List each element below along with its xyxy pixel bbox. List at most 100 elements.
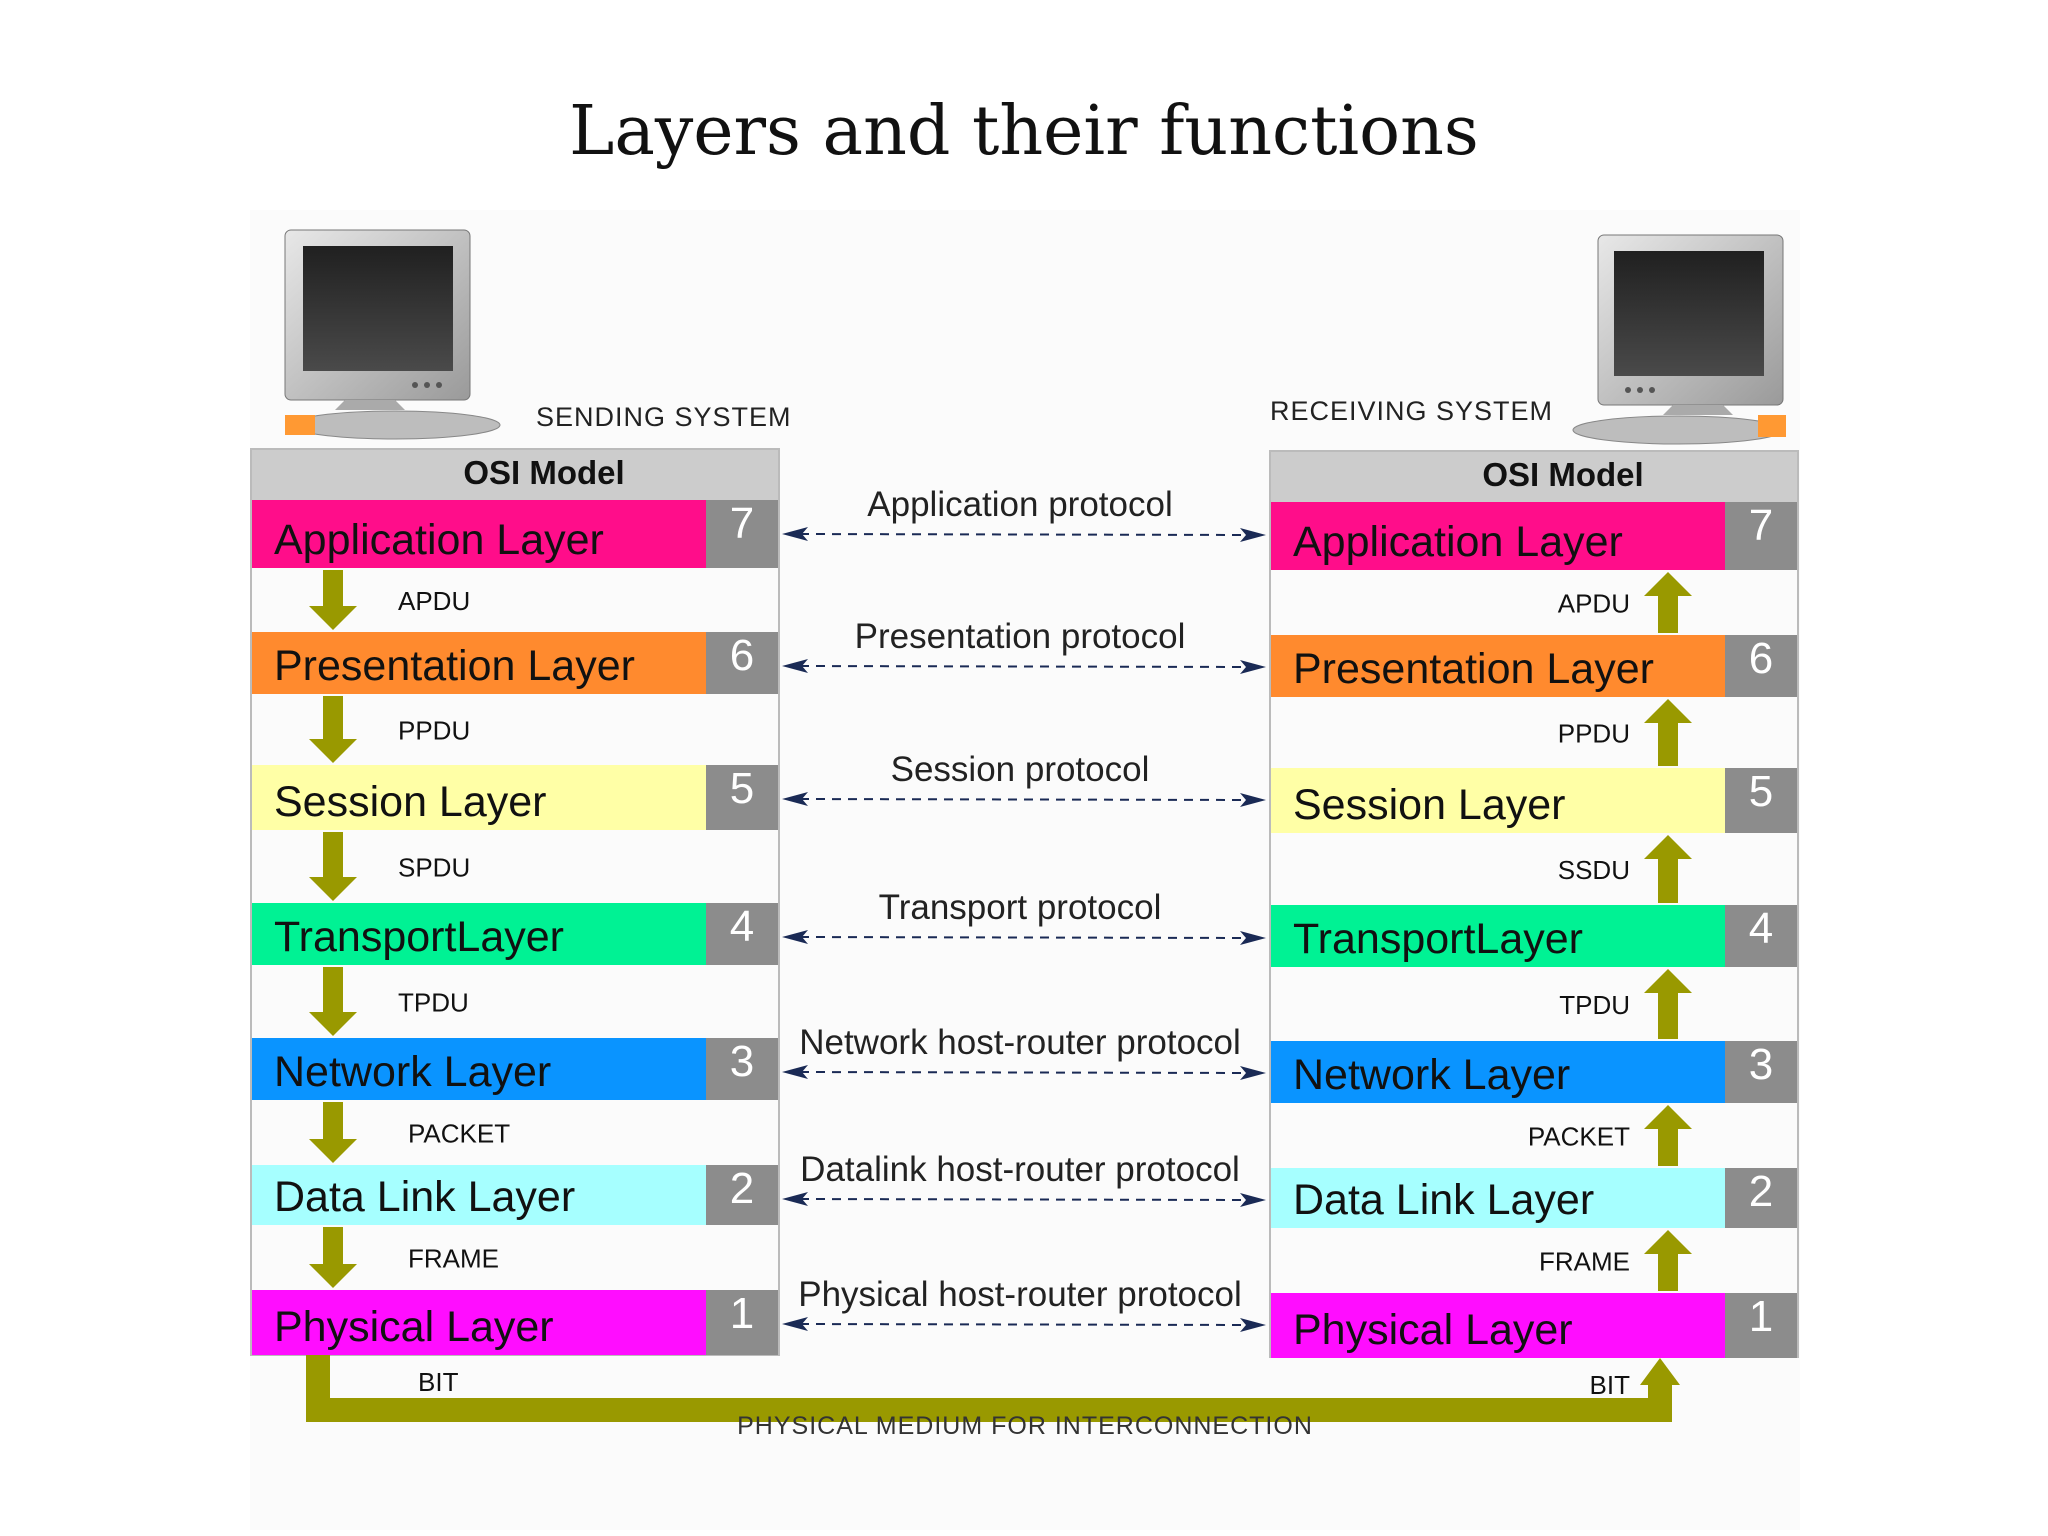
layer-bar [252,1038,706,1100]
double-arrow-icon [782,930,808,944]
layer-name: Physical Layer [274,1303,554,1351]
protocol-link: Transport protocol [782,888,1266,945]
arrow-down-icon [309,696,357,763]
layer-number-box [1725,905,1797,967]
layer-number: 1 [730,1289,754,1338]
osi-header-sending: OSI Model [463,454,624,491]
pdu-label-receiving: BIT [1590,1370,1631,1400]
pdu-label-sending: FRAME [408,1244,499,1274]
arrow-up-icon [1644,699,1692,766]
layer-bar [252,765,706,830]
layer-number-box [1725,1041,1797,1103]
arrow-up-icon [1644,1105,1692,1166]
layer-bar [1271,1041,1725,1103]
arrow-down-icon [309,1227,357,1288]
monitor-icon [1572,234,1786,445]
double-arrow-icon [782,527,808,541]
layer-name: Presentation Layer [1293,645,1654,693]
layer-number-box [706,765,778,830]
layer-bar [252,1165,706,1225]
pdu-label-sending: SPDU [398,853,470,883]
layer-name: Network Layer [1293,1051,1570,1099]
layer-receiving-4: TransportLayer 4 [1271,904,1797,967]
physical-medium-label: PHYSICAL MEDIUM FOR INTERCONNECTION [737,1412,1313,1440]
receiving-system-label: RECEIVING SYSTEM [1270,396,1553,426]
pdu-label-sending: APDU [398,586,470,616]
layer-number: 2 [1749,1167,1773,1216]
layer-number-box [706,1165,778,1225]
double-arrow-icon [782,1192,808,1206]
protocol-link: Session protocol [782,750,1266,807]
layer-sending-1: Physical Layer 1 [252,1289,778,1355]
pdu-label-receiving: APDU [1558,589,1630,619]
protocol-label: Physical host-router protocol [798,1275,1242,1314]
layer-receiving-5: Session Layer 5 [1271,767,1797,833]
physical-medium-connector [306,1355,1672,1422]
protocol-label: Datalink host-router protocol [800,1150,1240,1189]
double-arrow-icon [782,1317,808,1331]
layer-number-box [1725,1168,1797,1228]
layer-name: TransportLayer [1293,915,1583,963]
layer-number: 1 [1749,1292,1773,1341]
protocol-label: Application protocol [867,485,1172,524]
layer-number: 4 [730,902,754,951]
layer-receiving-6: Presentation Layer 6 [1271,634,1797,697]
layer-number-box [1725,635,1797,697]
layer-number: 6 [1749,634,1773,683]
layer-number: 5 [1749,767,1773,816]
protocol-link: Presentation protocol [782,617,1266,674]
protocol-label: Presentation protocol [855,617,1186,656]
layer-number: 4 [1749,904,1773,953]
arrow-up-icon [1644,572,1692,633]
arrow-up-icon [1644,1230,1692,1291]
double-arrow-icon [782,1065,808,1079]
osi-header-receiving: OSI Model [1482,456,1643,493]
arrow-up-icon [1640,1358,1680,1385]
pdu-label-receiving: PPDU [1558,719,1630,749]
layer-number-box [706,1290,778,1355]
arrow-down-icon [309,1102,357,1163]
layer-bar [252,903,706,965]
pdu-label-receiving: SSDU [1558,855,1630,885]
layer-name: Application Layer [274,516,604,564]
layer-sending-4: TransportLayer 4 [252,902,778,965]
protocol-link: Physical host-router protocol [782,1275,1266,1332]
layer-receiving-2: Data Link Layer 2 [1271,1167,1797,1228]
layer-number: 3 [1749,1040,1773,1089]
layer-receiving-3: Network Layer 3 [1271,1040,1797,1103]
monitor-icon [284,229,501,440]
layer-bar [252,632,706,694]
layer-sending-3: Network Layer 3 [252,1037,778,1100]
layer-number-box [706,500,778,568]
layer-bar [1271,905,1725,967]
protocol-label: Transport protocol [879,888,1162,927]
protocol-link: Datalink host-router protocol [782,1150,1266,1207]
double-arrow-icon [782,659,808,673]
layer-name: Network Layer [274,1048,551,1096]
layer-bar [1271,635,1725,697]
layer-name: Session Layer [1293,781,1566,829]
layer-name: Data Link Layer [1293,1176,1594,1224]
layer-number-box [706,1038,778,1100]
layer-number: 3 [730,1037,754,1086]
layer-number-box [1725,502,1797,570]
arrow-up-icon [1644,969,1692,1039]
layer-bar [1271,768,1725,833]
page-title: Layers and their functions [569,92,1479,171]
layer-number: 2 [730,1164,754,1213]
layer-number: 6 [730,631,754,680]
layer-number: 7 [1749,501,1773,550]
layer-name: TransportLayer [274,913,564,961]
protocol-label: Network host-router protocol [799,1023,1241,1062]
protocol-label: Session protocol [891,750,1150,789]
arrow-down-icon [309,832,357,901]
layer-bar [1271,1168,1725,1228]
layer-bar [1271,502,1725,570]
layer-name: Session Layer [274,778,547,826]
